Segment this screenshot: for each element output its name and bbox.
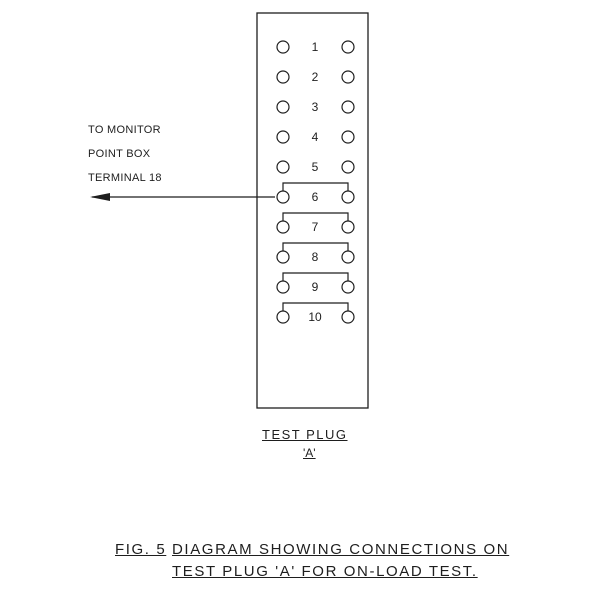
terminal-right-10 <box>341 310 355 324</box>
terminal-rows: 1 2 3 4 5 6 7 8 9 10 <box>276 40 355 324</box>
terminal-number-3: 3 <box>312 100 319 114</box>
terminal-right-8 <box>341 250 355 264</box>
terminal-left-3 <box>276 100 290 114</box>
terminal-number-7: 7 <box>312 220 319 234</box>
terminal-number-5: 5 <box>312 160 319 174</box>
monitor-label-line1: TO MONITOR <box>88 124 161 136</box>
terminal-left-6 <box>276 190 290 204</box>
terminal-number-6: 6 <box>312 190 319 204</box>
caption-line1: DIAGRAM SHOWING CONNECTIONS ON <box>172 541 510 558</box>
caption-line2: TEST PLUG 'A' FOR ON-LOAD TEST. <box>172 563 478 580</box>
terminal-number-9: 9 <box>312 280 319 294</box>
monitor-label-line3: TERMINAL 18 <box>88 172 162 184</box>
terminal-right-5 <box>341 160 355 174</box>
terminal-left-1 <box>276 40 290 54</box>
terminal-left-5 <box>276 160 290 174</box>
terminal-right-9 <box>341 280 355 294</box>
terminal-right-7 <box>341 220 355 234</box>
terminal-number-8: 8 <box>312 250 319 264</box>
plug-title: TEST PLUG <box>262 427 348 442</box>
terminal-left-2 <box>276 70 290 84</box>
terminal-right-1 <box>341 40 355 54</box>
arrow-head <box>90 193 110 201</box>
bridge-link-8 <box>282 242 349 251</box>
bridge-link-10 <box>282 302 349 311</box>
terminal-left-9 <box>276 280 290 294</box>
terminal-right-4 <box>341 130 355 144</box>
bridge-link-9 <box>282 272 349 281</box>
terminal-left-7 <box>276 220 290 234</box>
terminal-right-2 <box>341 70 355 84</box>
terminal-left-4 <box>276 130 290 144</box>
terminal-left-8 <box>276 250 290 264</box>
terminal-right-6 <box>341 190 355 204</box>
terminal-right-3 <box>341 100 355 114</box>
bridge-link-6 <box>282 182 349 191</box>
test-plug-body <box>256 12 369 409</box>
terminal-number-1: 1 <box>312 40 319 54</box>
monitor-label-line2: POINT BOX <box>88 148 151 160</box>
terminal-number-2: 2 <box>312 70 319 84</box>
terminal-number-4: 4 <box>312 130 319 144</box>
figure-number: FIG. 5 <box>115 541 167 558</box>
terminal-number-10: 10 <box>308 310 322 324</box>
plug-letter: 'A' <box>303 446 316 460</box>
terminal-left-10 <box>276 310 290 324</box>
bridge-link-7 <box>282 212 349 221</box>
connection-arrow <box>90 193 275 201</box>
